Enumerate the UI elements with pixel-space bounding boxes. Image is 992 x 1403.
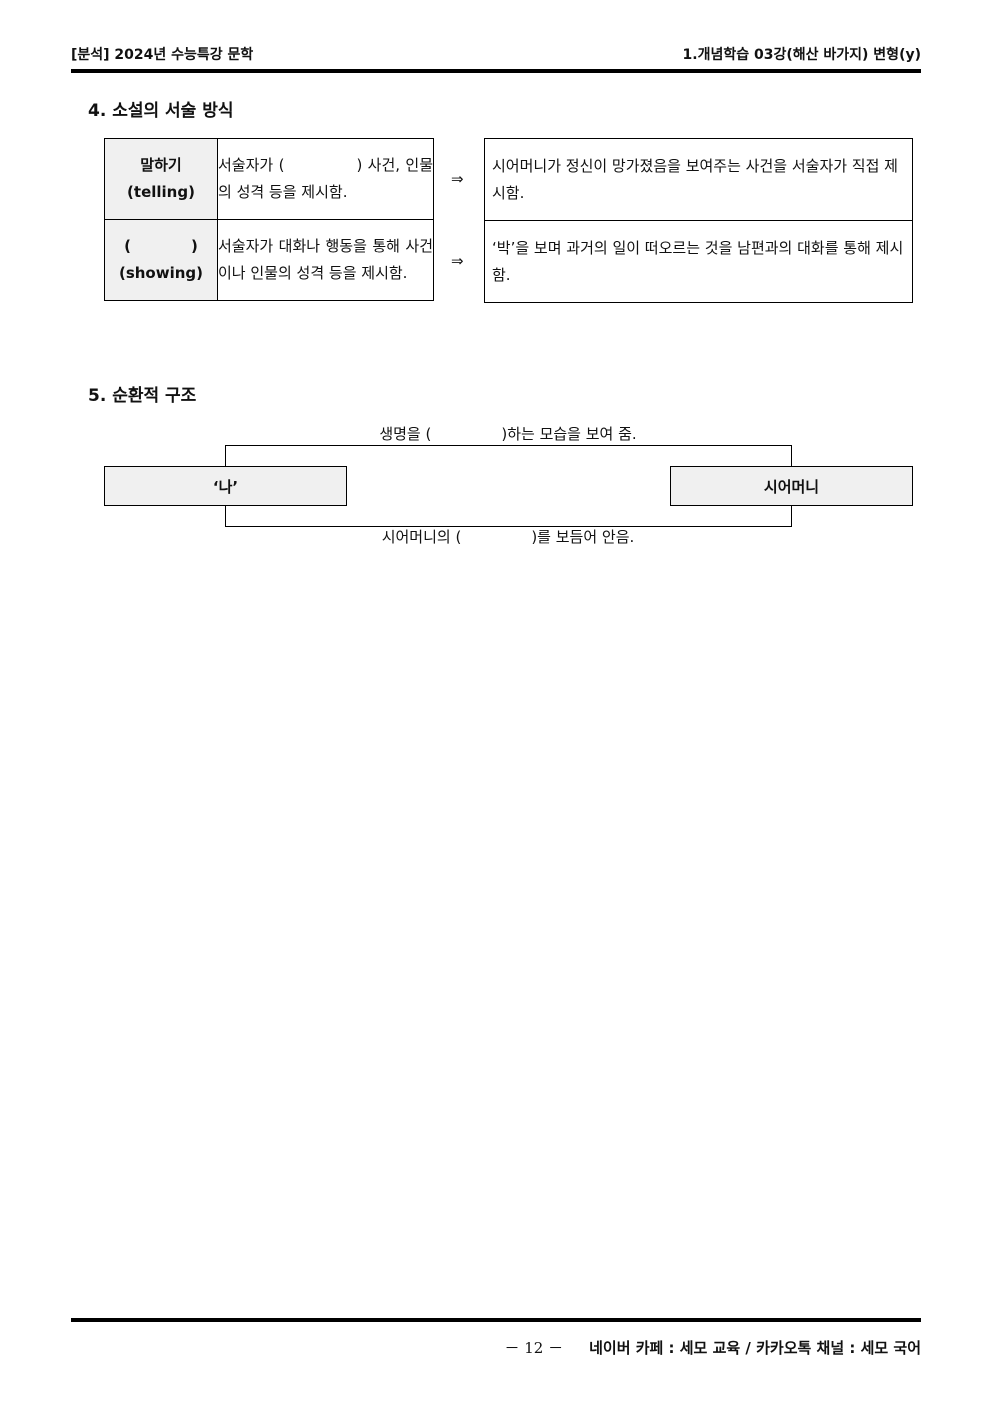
bracket-top	[225, 445, 792, 466]
desc-telling-pre: 서술자가 (	[218, 156, 285, 174]
example-telling-text: 시어머니가 정신이 망가졌음을 보여주는 사건을 서술자가 직접 제시함.	[492, 156, 898, 202]
example-showing-text: ‘박’을 보며 과거의 일이 떠오르는 것을 남편과의 대화를 통해 제시함.	[492, 238, 904, 284]
label-showing-en: (showing)	[118, 264, 204, 282]
bottom-text-post: )를 보듬어 안음.	[531, 528, 635, 546]
narration-table: 말하기 (telling) 서술자가 () 사건, 인물의 성격 등을 제시함.…	[104, 138, 434, 301]
header-right: 1.개념학습 03강(해산 바가지) 변형(y)	[682, 47, 921, 63]
label-showing-blank: ()	[105, 233, 217, 260]
top-text-pre: 생명을 (	[379, 425, 432, 443]
bracket-bottom	[225, 506, 792, 527]
label-showing: () (showing)	[104, 219, 218, 301]
node-mother-in-law: 시어머니	[670, 466, 913, 506]
page-number: － 12 －	[504, 1339, 564, 1357]
top-text-post: )하는 모습을 보여 줌.	[501, 425, 637, 443]
bottom-text-pre: 시어머니의 (	[381, 528, 462, 546]
desc-telling-post: ) 사건, 인물의 성격 등을 제시함.	[218, 156, 434, 201]
label-telling: 말하기 (telling)	[104, 138, 218, 220]
section4-title: 4. 소설의 서술 방식	[88, 101, 234, 121]
structure-top-text: 생명을 ( )하는 모습을 보여 줌.	[225, 423, 791, 444]
table-row: 말하기 (telling) 서술자가 () 사건, 인물의 성격 등을 제시함.	[104, 138, 434, 220]
header-rule	[71, 69, 921, 73]
arrow-showing: ⇒	[451, 252, 464, 270]
desc-telling: 서술자가 () 사건, 인물의 성격 등을 제시함.	[217, 138, 434, 220]
footer-text: 네이버 카페 : 세모 교육 / 카카오톡 채널 : 세모 국어	[589, 1339, 921, 1357]
example-showing: ‘박’을 보며 과거의 일이 떠오르는 것을 남편과의 대화를 통해 제시함.	[484, 220, 913, 303]
page-footer: － 12 － 네이버 카페 : 세모 교육 / 카카오톡 채널 : 세모 국어	[504, 1337, 921, 1358]
example-telling: 시어머니가 정신이 망가졌음을 보여주는 사건을 서술자가 직접 제시함.	[484, 138, 913, 221]
arrow-telling: ⇒	[451, 170, 464, 188]
section5-title: 5. 순환적 구조	[88, 386, 197, 406]
structure-bottom-text: 시어머니의 ( )를 보듬어 안음.	[225, 526, 791, 547]
label-telling-ko: 말하기	[140, 156, 182, 174]
label-telling-en: (telling)	[127, 183, 195, 201]
paren-close: )	[191, 237, 198, 255]
paren-open: (	[124, 237, 131, 255]
table-row: () (showing) 서술자가 대화나 행동을 통해 사건이나 인물의 성격…	[104, 219, 434, 301]
desc-showing: 서술자가 대화나 행동을 통해 사건이나 인물의 성격 등을 제시함.	[217, 219, 434, 301]
footer-rule	[71, 1318, 921, 1322]
header-left: [분석] 2024년 수능특강 문학	[71, 47, 254, 63]
page-header: [분석] 2024년 수능특강 문학 1.개념학습 03강(해산 바가지) 변형…	[71, 44, 921, 66]
node-na: ‘나’	[104, 466, 347, 506]
